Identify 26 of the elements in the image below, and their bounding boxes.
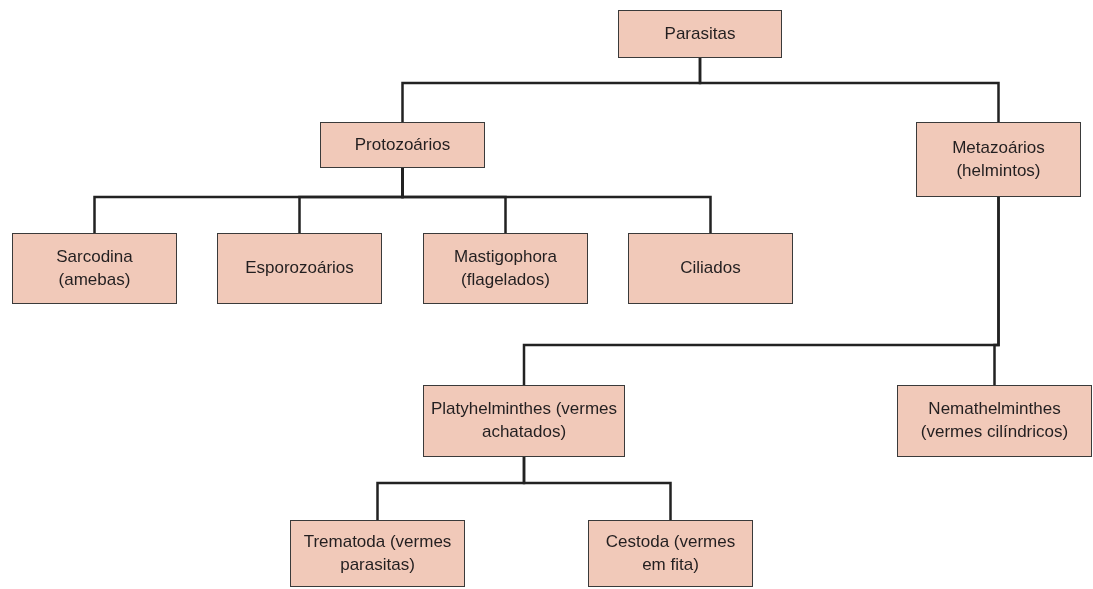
category-box: [423, 385, 625, 457]
category-box: [217, 233, 382, 304]
node-label: Cestoda (vermes em fita): [604, 530, 737, 576]
category-box: [320, 122, 485, 168]
node-label: Parasitas: [664, 22, 736, 45]
category-box: [897, 385, 1092, 457]
connector-line: [401, 168, 712, 233]
node-label: Esporozoários: [245, 257, 354, 280]
category-box: [628, 233, 793, 304]
connector-line: [698, 58, 1000, 122]
connector-line: [522, 457, 672, 520]
node-label: Trematoda (vermes parasitas): [302, 530, 453, 576]
category-box: [588, 520, 753, 587]
category-box: [423, 233, 588, 304]
node-label: Metazoários (helmintos): [951, 136, 1046, 182]
node-label: Protozoários: [354, 133, 451, 156]
category-box: [618, 10, 782, 58]
category-box: [12, 233, 177, 304]
node-label: Sarcodina (amebas): [55, 245, 134, 291]
node-label: Ciliados: [680, 257, 741, 280]
node-label: Mastigophora (flagelados): [453, 245, 558, 291]
category-box: [916, 122, 1081, 197]
node-label: Nemathelminthes (vermes cilíndricos): [919, 398, 1070, 443]
node-label: Platyhelminthes (vermes achatados): [430, 398, 618, 443]
connector-line: [993, 197, 1000, 385]
category-box: [290, 520, 465, 587]
